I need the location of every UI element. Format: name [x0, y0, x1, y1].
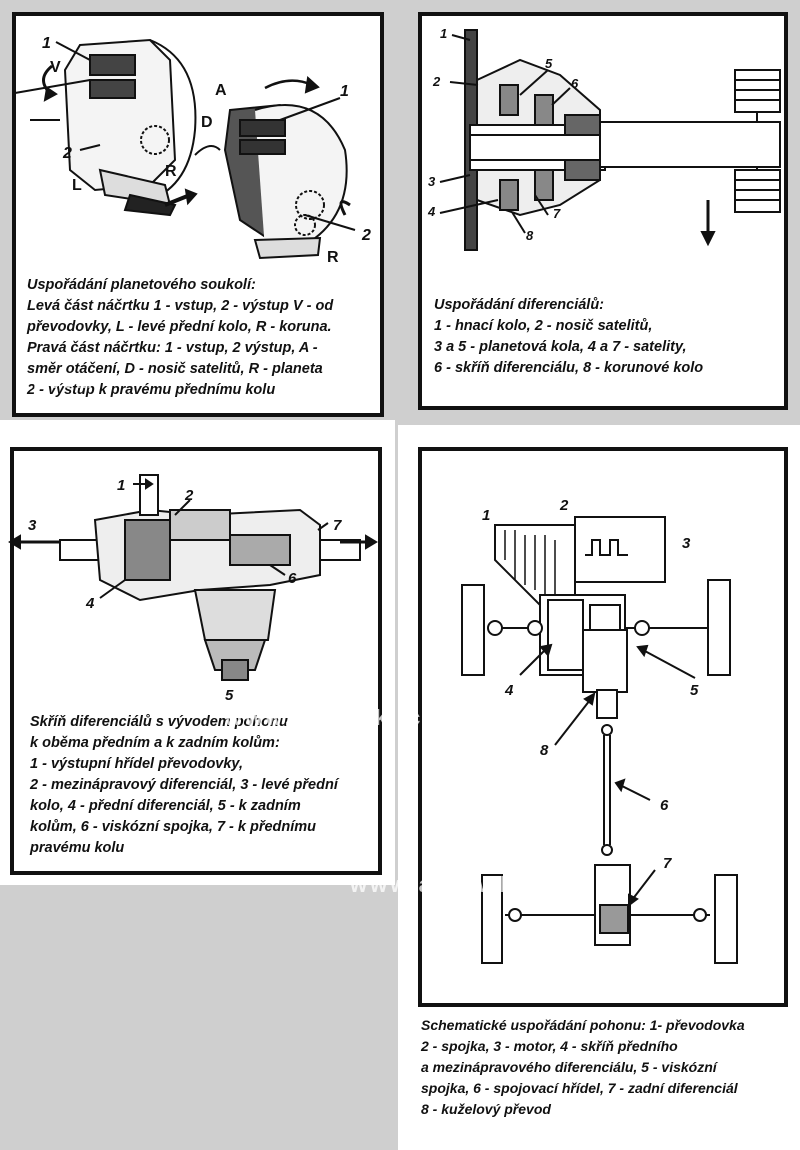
label-3: 3 [428, 174, 436, 189]
watermark: www.awdwiki.com [350, 872, 588, 897]
caption-line: Pravá část náčrtku: 1 - vstup, 2 výstup,… [27, 340, 318, 356]
caption-line: Levá část náčrtku 1 - vstup, 2 - výstup … [27, 298, 334, 314]
caption-line: kolům, 6 - viskózní spojka, 7 - k přední… [30, 819, 317, 835]
watermark: www.awdwiki.com [225, 705, 463, 730]
label-8: 8 [526, 228, 534, 243]
label-5: 5 [690, 682, 699, 699]
label-1-left: 1 [42, 35, 51, 52]
label-D: D [201, 114, 213, 131]
watermark: .com [740, 1040, 795, 1060]
label-R-low: R [327, 249, 339, 266]
caption-line: Skříň diferenciálů s vývodem pohonu [30, 714, 288, 730]
label-5: 5 [545, 56, 553, 71]
caption-line: Schematické uspořádání pohonu: 1- převod… [421, 1017, 745, 1033]
caption-line: 1 - výstupní hřídel převodovky, [30, 756, 243, 772]
label-A: A [215, 82, 227, 99]
label-3: 3 [682, 535, 691, 552]
label-4: 4 [427, 204, 436, 219]
label-6: 6 [660, 797, 669, 814]
label-1: 1 [117, 477, 125, 494]
label-1: 1 [440, 26, 447, 41]
label-6: 6 [571, 76, 579, 91]
caption-line: 8 - kuželový převod [421, 1101, 551, 1117]
drivetrain-caption: Schematické uspořádání pohonu: 1- převod… [421, 1015, 745, 1120]
label-5: 5 [225, 687, 234, 704]
caption-line: kolo, 4 - přední diferenciál, 5 - k zadn… [30, 798, 301, 814]
planetary-gear-caption: Uspořádání planetového soukolí: Levá čás… [27, 275, 333, 401]
label-7: 7 [553, 206, 561, 221]
label-3: 3 [28, 517, 37, 534]
label-V: V [50, 59, 61, 76]
label-L: L [72, 177, 82, 194]
label-1-right: 1 [340, 83, 349, 100]
caption-line: 6 - skříň diferenciálu, 8 - korunové kol… [434, 360, 704, 376]
differential-caption: Uspořádání diferenciálů: 1 - hnací kolo,… [434, 295, 703, 379]
caption-line: spojka, 6 - spojovací hřídel, 7 - zadní … [421, 1080, 738, 1096]
caption-line: Uspořádání diferenciálů: [434, 297, 605, 313]
label-2: 2 [184, 487, 194, 504]
label-2-left: 2 [62, 145, 72, 162]
label-1: 1 [482, 507, 490, 524]
label-4: 4 [85, 595, 95, 612]
label-2: 2 [432, 74, 441, 89]
label-4: 4 [504, 682, 514, 699]
caption-line: 2 - výstup k pravému přednímu kolu [27, 382, 276, 398]
caption-line: směr otáčení, D - nosič satelitů, R - pl… [27, 361, 323, 377]
caption-line: k oběma předním a k zadním kolům: [30, 735, 280, 751]
caption-line: převodovky, L - levé přední kolo, R - ko… [27, 319, 332, 335]
watermark: ki.com [20, 372, 96, 392]
label-6: 6 [288, 570, 297, 587]
caption-line: pravému kolu [30, 840, 125, 856]
label-8: 8 [540, 742, 549, 759]
caption-line: 1 - hnací kolo, 2 - nosič satelitů, [434, 318, 653, 334]
caption-line: Uspořádání planetového soukolí: [27, 277, 256, 293]
caption-line: a mezinápravového diferenciálu, 5 - visk… [421, 1059, 717, 1075]
caption-line: 3 a 5 - planetová kola, 4 a 7 - satelity… [434, 339, 687, 355]
caption-line: 2 - mezinápravový diferenciál, 3 - levé … [30, 777, 338, 793]
caption-line: 2 - spojka, 3 - motor, 4 - skříň předníh… [421, 1038, 678, 1054]
label-2: 2 [559, 497, 569, 514]
label-7: 7 [333, 517, 342, 534]
label-R-mid: R [165, 163, 177, 180]
label-2-right: 2 [361, 227, 371, 244]
differential-housing-caption: Skříň diferenciálů s vývodem pohonu k ob… [30, 712, 338, 859]
label-7: 7 [663, 855, 672, 872]
